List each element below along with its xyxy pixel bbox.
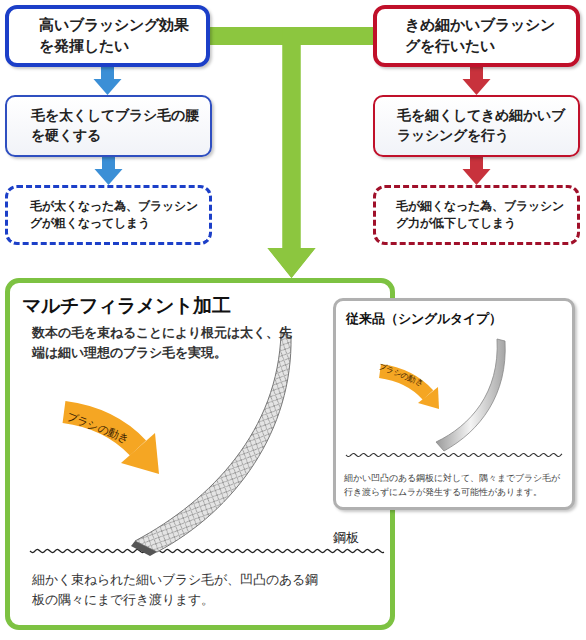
node-body: 数本の毛を束ねることにより根元は太く、先端は細い理想のブラシ毛を実現。 bbox=[32, 323, 294, 362]
connector-arrow bbox=[94, 67, 122, 95]
connector-arrow bbox=[463, 157, 491, 185]
node-heading: 毛を細くしてきめ細かいブラッシングを行う bbox=[397, 106, 570, 145]
node-heading: 従来品（シングルタイプ） bbox=[346, 309, 566, 329]
bristle-tip bbox=[131, 541, 157, 556]
material-label: 鋼板 bbox=[333, 529, 359, 547]
node-body: 細かい凹凸のある鋼板に対して、隅々までブラシ毛が行き渡らずにムラが発生する可能性… bbox=[344, 472, 566, 499]
motion-arrow-head bbox=[418, 387, 439, 409]
node-heading: 毛が太くなった為、ブラッシングが粗くなってしまう bbox=[30, 198, 201, 232]
method-box: 毛を細くしてきめ細かいブラッシングを行う bbox=[373, 95, 580, 157]
goal-box: きめ細かいブラッシングを行いたい bbox=[373, 5, 580, 67]
connector-arrow bbox=[463, 67, 491, 95]
connector-arrow bbox=[268, 36, 374, 278]
wavy-steel-plate bbox=[346, 453, 562, 456]
node-heading: 毛が細くなった為、ブラッシング力が低下してしまう bbox=[396, 198, 569, 232]
node-heading: きめ細かいブラッシングを行いたい bbox=[405, 15, 566, 57]
problem-box: 毛が太くなった為、ブラッシングが粗くなってしまう bbox=[5, 185, 212, 245]
problem-box: 毛が細くなった為、ブラッシング力が低下してしまう bbox=[373, 185, 580, 245]
node-heading: 毛を太くしてブラシ毛の腰を硬くする bbox=[31, 106, 201, 145]
single-bristle bbox=[436, 339, 505, 451]
node-body: 細かく束ねられた細いブラシ毛が、凹凸のある鋼板の隅々にまで行き渡ります。 bbox=[32, 570, 322, 609]
comparison-panel: 従来品（シングルタイプ） 細かい凹凸のある鋼板に対して、隅々までブラシ毛が行き渡ら… bbox=[333, 298, 575, 510]
multifilament-bristle bbox=[135, 333, 291, 552]
connector-arrow bbox=[95, 157, 123, 185]
method-box: 毛を太くしてブラシ毛の腰を硬くする bbox=[5, 95, 212, 157]
node-heading: マルチフィラメント加工 bbox=[22, 291, 322, 320]
node-heading: 高いブラッシング効果を発揮したい bbox=[39, 15, 194, 57]
wavy-steel-plate bbox=[30, 549, 384, 552]
goal-box: 高いブラッシング効果を発揮したい bbox=[5, 5, 210, 67]
